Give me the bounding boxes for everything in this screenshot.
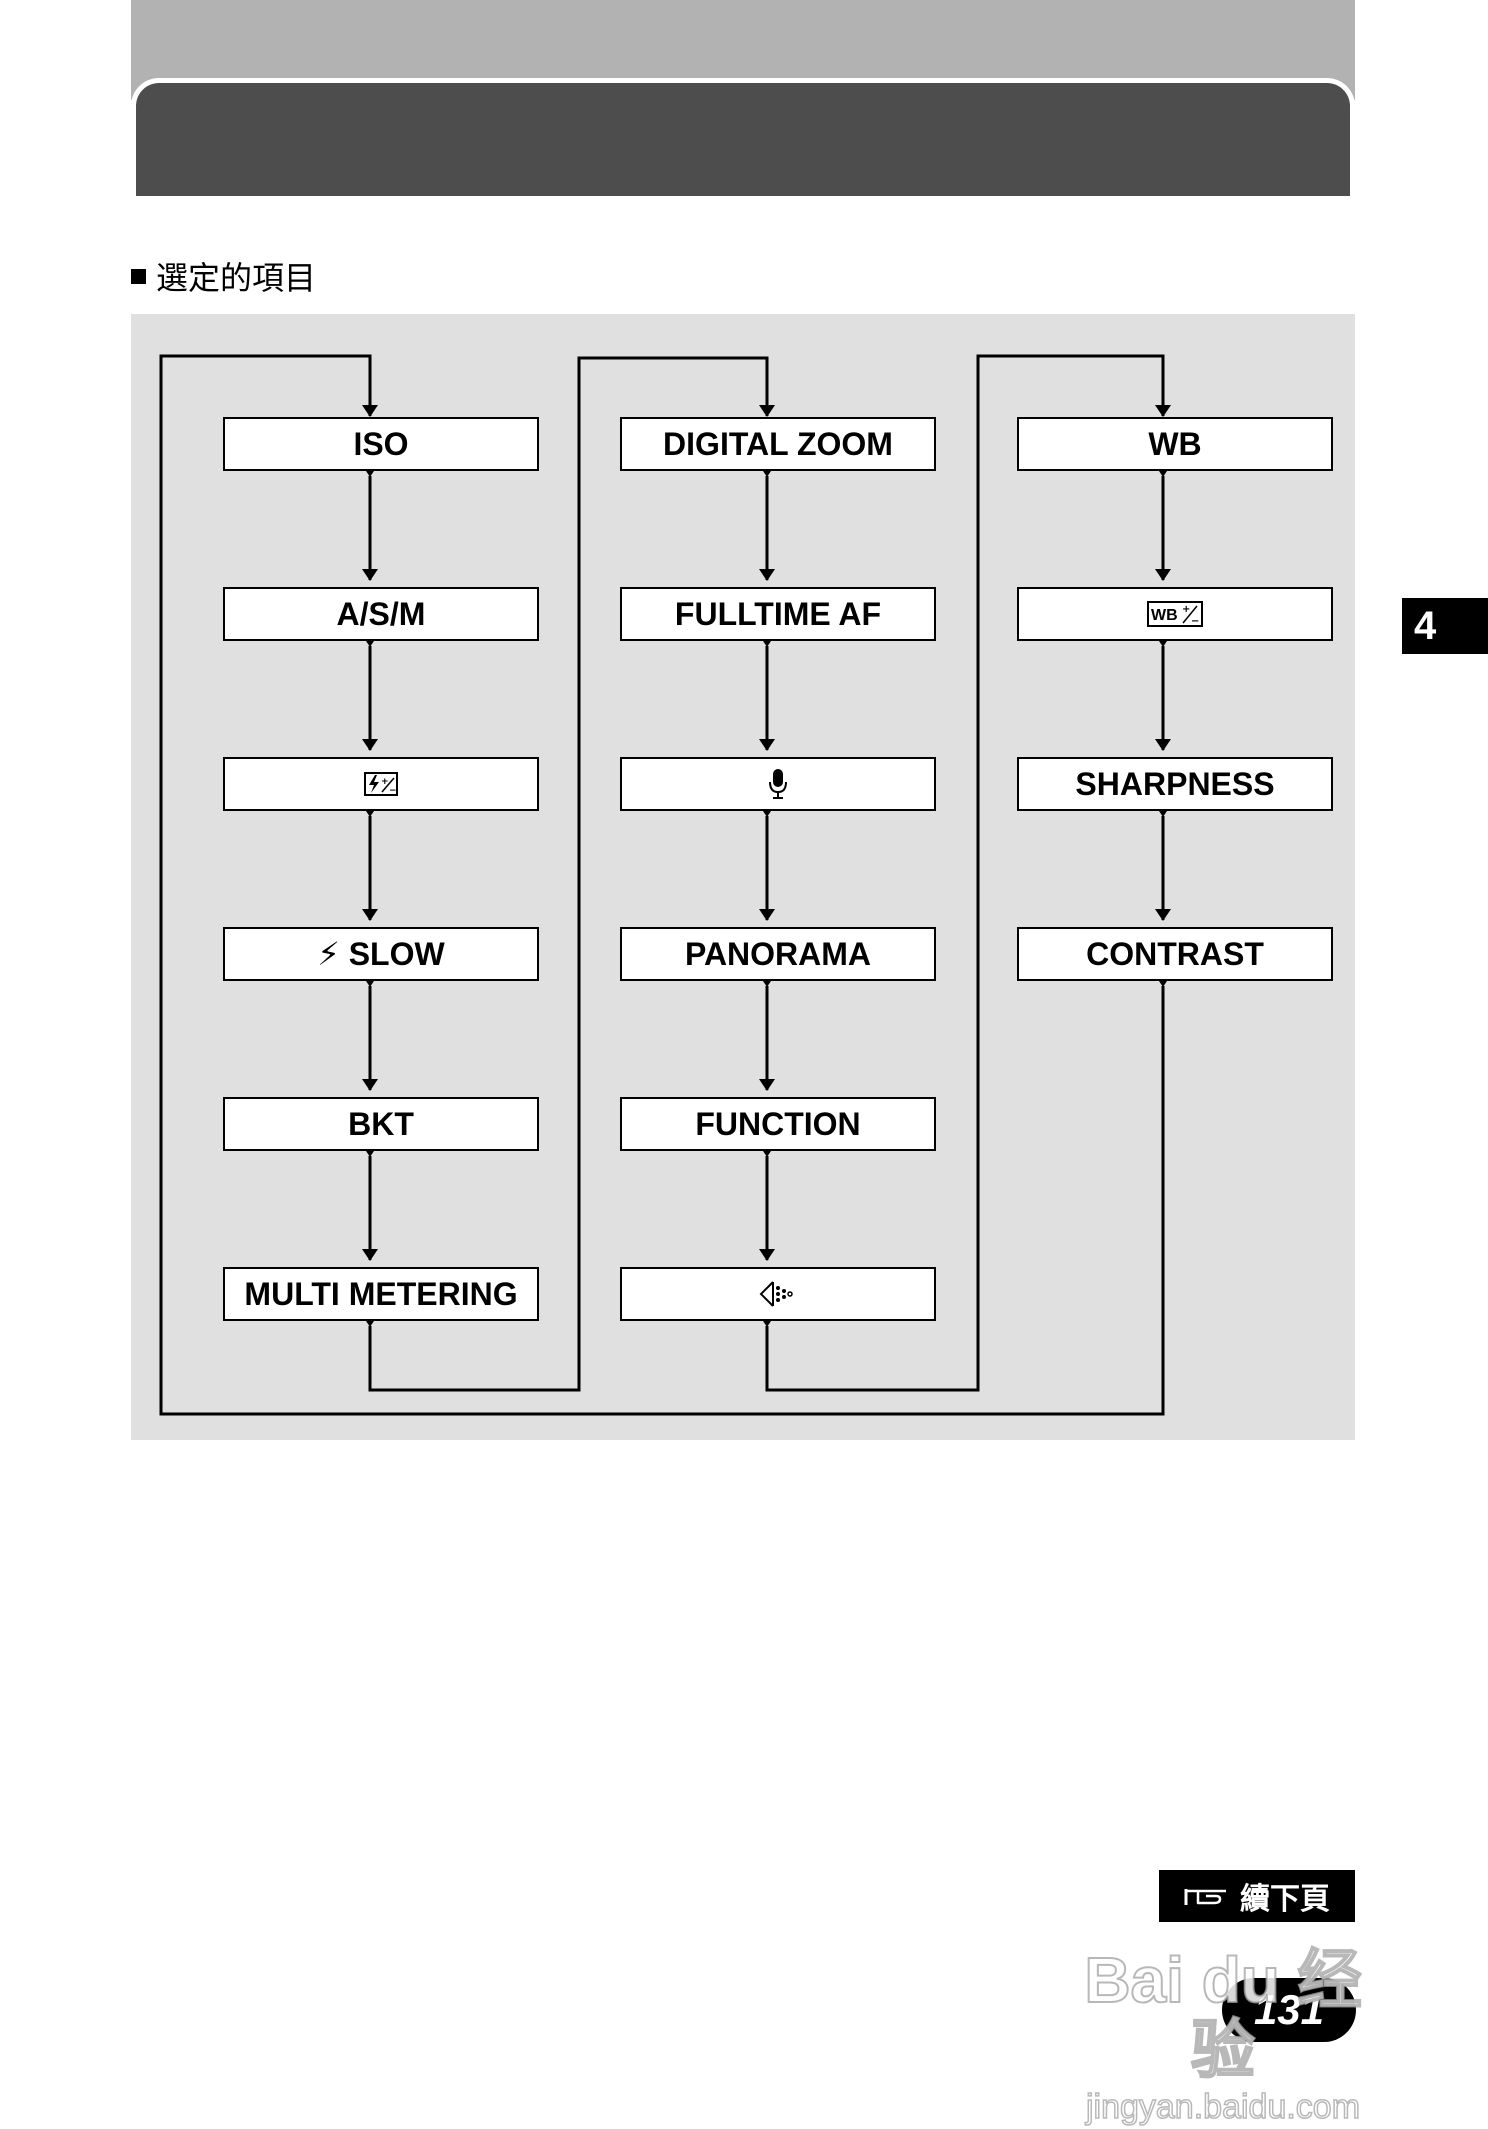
wb-compensation-icon: WB + − [1147, 601, 1203, 627]
page-number: 131 [1253, 1986, 1325, 2033]
node-asm-label: A/S/M [336, 595, 426, 632]
header-bar [131, 78, 1355, 196]
node-bkt-label: BKT [348, 1105, 414, 1142]
loop-nr-to-wb [759, 354, 1171, 1392]
chapter-tab: 4 [1402, 598, 1488, 654]
node-function-label: FUNCTION [695, 1105, 861, 1142]
node-contrast: CONTRAST [1017, 927, 1333, 981]
node-digital-zoom-label: DIGITAL ZOOM [663, 425, 893, 462]
chapter-number: 4 [1414, 603, 1437, 648]
node-multi-metering-label: MULTI METERING [244, 1275, 518, 1312]
loop-metering-to-zoom [362, 356, 775, 1392]
node-flash-slow-label: ⚡ SLOW [317, 936, 445, 972]
svg-text:−: − [389, 786, 397, 796]
flow-connectors [159, 354, 1171, 1416]
pointing-hand-icon [1184, 1889, 1226, 1905]
node-microphone [620, 757, 936, 811]
node-sharpness-label: SHARPNESS [1075, 765, 1275, 802]
svg-text:+: + [1182, 604, 1190, 615]
square-bullet-icon [131, 268, 146, 284]
node-bkt: BKT [223, 1097, 539, 1151]
node-digital-zoom: DIGITAL ZOOM [620, 417, 936, 471]
node-asm: A/S/M [223, 587, 539, 641]
node-fulltime-af: FULLTIME AF [620, 587, 936, 641]
node-wb-label: WB [1148, 425, 1202, 462]
section-heading: 選定的項目 [131, 256, 316, 296]
node-flash-slow: ⚡ SLOW [223, 927, 539, 981]
node-noise-reduction [620, 1267, 936, 1321]
page-number-badge: 131 [1222, 1978, 1356, 2042]
loop-contrast-to-iso [159, 354, 1171, 1416]
node-function: FUNCTION [620, 1097, 936, 1151]
node-contrast-label: CONTRAST [1086, 935, 1264, 972]
flash-exposure-compensation-icon: + − [364, 772, 398, 796]
node-wb: WB [1017, 417, 1333, 471]
svg-text:WB: WB [1151, 607, 1178, 624]
node-panorama-label: PANORAMA [684, 935, 872, 972]
watermark-url: jingyan.baidu.com [1085, 2087, 1361, 2127]
section-heading-text: 選定的項目 [156, 260, 317, 296]
continue-label: 續下頁 [1240, 1883, 1330, 1916]
continue-next-page-badge: 續下頁 [1159, 1870, 1355, 1922]
node-iso-label: ISO [353, 425, 409, 462]
node-fulltime-af-label: FULLTIME AF [674, 595, 882, 632]
flow-diagram: ISO A/S/M + − ⚡ SLOW BKT MULTI METERING … [131, 314, 1355, 1440]
node-multi-metering: MULTI METERING [223, 1267, 539, 1321]
node-flash-compensation: + − [223, 757, 539, 811]
node-panorama: PANORAMA [620, 927, 936, 981]
node-wb-compensation: WB + − [1017, 587, 1333, 641]
svg-text:−: − [1191, 616, 1199, 627]
microphone-icon [769, 769, 787, 799]
node-sharpness: SHARPNESS [1017, 757, 1333, 811]
svg-text:+: + [381, 777, 389, 787]
node-iso: ISO [223, 417, 539, 471]
noise-reduction-icon [759, 1281, 793, 1307]
